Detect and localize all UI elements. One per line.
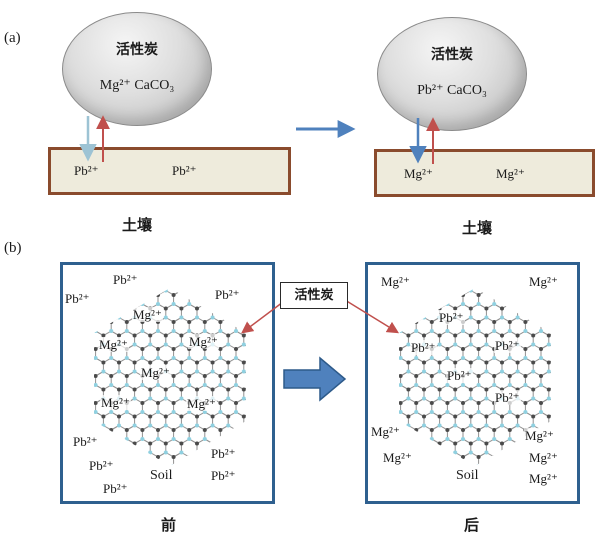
callout-arrow-left-icon bbox=[241, 301, 284, 334]
ion-label: Pb²⁺ bbox=[210, 446, 237, 461]
big-forward-arrow-icon bbox=[283, 356, 347, 402]
activated-carbon-ellipse-right: 活性炭 Pb²⁺ CaCO₃ bbox=[377, 17, 527, 131]
ion-label: Pb²⁺ bbox=[72, 434, 99, 449]
carbon-callout: 活性炭 bbox=[280, 282, 348, 309]
ion-label: Pb²⁺ bbox=[64, 291, 91, 306]
ion-label: Pb²⁺ bbox=[214, 287, 241, 302]
ion-label: Pb²⁺ bbox=[446, 368, 473, 383]
ion-label: Pb²⁺ bbox=[210, 468, 237, 483]
soil-rect-right bbox=[374, 149, 595, 197]
panel-b-label: (b) bbox=[4, 240, 22, 256]
exchange-arrows-right bbox=[409, 117, 440, 164]
ion-label: Pb²⁺ bbox=[102, 481, 129, 496]
ion-label: Pb²⁺ bbox=[88, 458, 115, 473]
ion-label: Mg²⁺ bbox=[140, 365, 171, 380]
carbon-ions: Pb²⁺ CaCO₃ bbox=[417, 83, 487, 98]
ion-label: Mg²⁺ bbox=[528, 450, 559, 465]
ion-label: Pb²⁺ bbox=[494, 390, 521, 405]
ion-label: Mg²⁺ bbox=[528, 471, 559, 486]
caption-after: 后 bbox=[464, 518, 480, 534]
soil-text-after: Soil bbox=[456, 468, 479, 484]
ion-label: Mg²⁺ bbox=[188, 334, 219, 349]
soil-ion: Pb²⁺ bbox=[74, 163, 99, 178]
callout-arrows bbox=[241, 299, 400, 334]
callout-arrow-right-icon bbox=[344, 299, 400, 334]
ion-label: Mg²⁺ bbox=[100, 395, 131, 410]
ion-label: Mg²⁺ bbox=[186, 396, 217, 411]
ion-label: Pb²⁺ bbox=[112, 272, 139, 287]
ion-label: Mg²⁺ bbox=[132, 307, 163, 322]
soil-caption-left: 土壤 bbox=[122, 218, 153, 234]
soil-ion: Mg²⁺ bbox=[496, 166, 525, 181]
ion-label: Pb²⁺ bbox=[494, 338, 521, 353]
soil-ion: Mg²⁺ bbox=[404, 166, 433, 181]
ion-label: Mg²⁺ bbox=[380, 274, 411, 289]
caption-before: 前 bbox=[161, 518, 177, 534]
ion-label: Pb²⁺ bbox=[410, 340, 437, 355]
exchange-arrows-left bbox=[79, 115, 110, 162]
ion-label: Mg²⁺ bbox=[528, 274, 559, 289]
ion-label: Mg²⁺ bbox=[370, 424, 401, 439]
ion-label: Pb²⁺ bbox=[438, 310, 465, 325]
soil-ion: Pb²⁺ bbox=[172, 163, 197, 178]
soil-text-before: Soil bbox=[150, 468, 173, 484]
activated-carbon-ellipse-left: 活性炭 Mg²⁺ CaCO₃ bbox=[62, 12, 212, 126]
carbon-ions: Mg²⁺ CaCO₃ bbox=[99, 78, 175, 93]
ion-label: Mg²⁺ bbox=[98, 337, 129, 352]
ion-label: Mg²⁺ bbox=[524, 428, 555, 443]
forward-arrow bbox=[296, 120, 356, 138]
ion-label: Mg²⁺ bbox=[382, 450, 413, 465]
carbon-title: 活性炭 bbox=[431, 48, 473, 63]
panel-a-label: (a) bbox=[4, 30, 21, 46]
soil-caption-right: 土壤 bbox=[462, 221, 493, 237]
carbon-title: 活性炭 bbox=[116, 43, 158, 58]
